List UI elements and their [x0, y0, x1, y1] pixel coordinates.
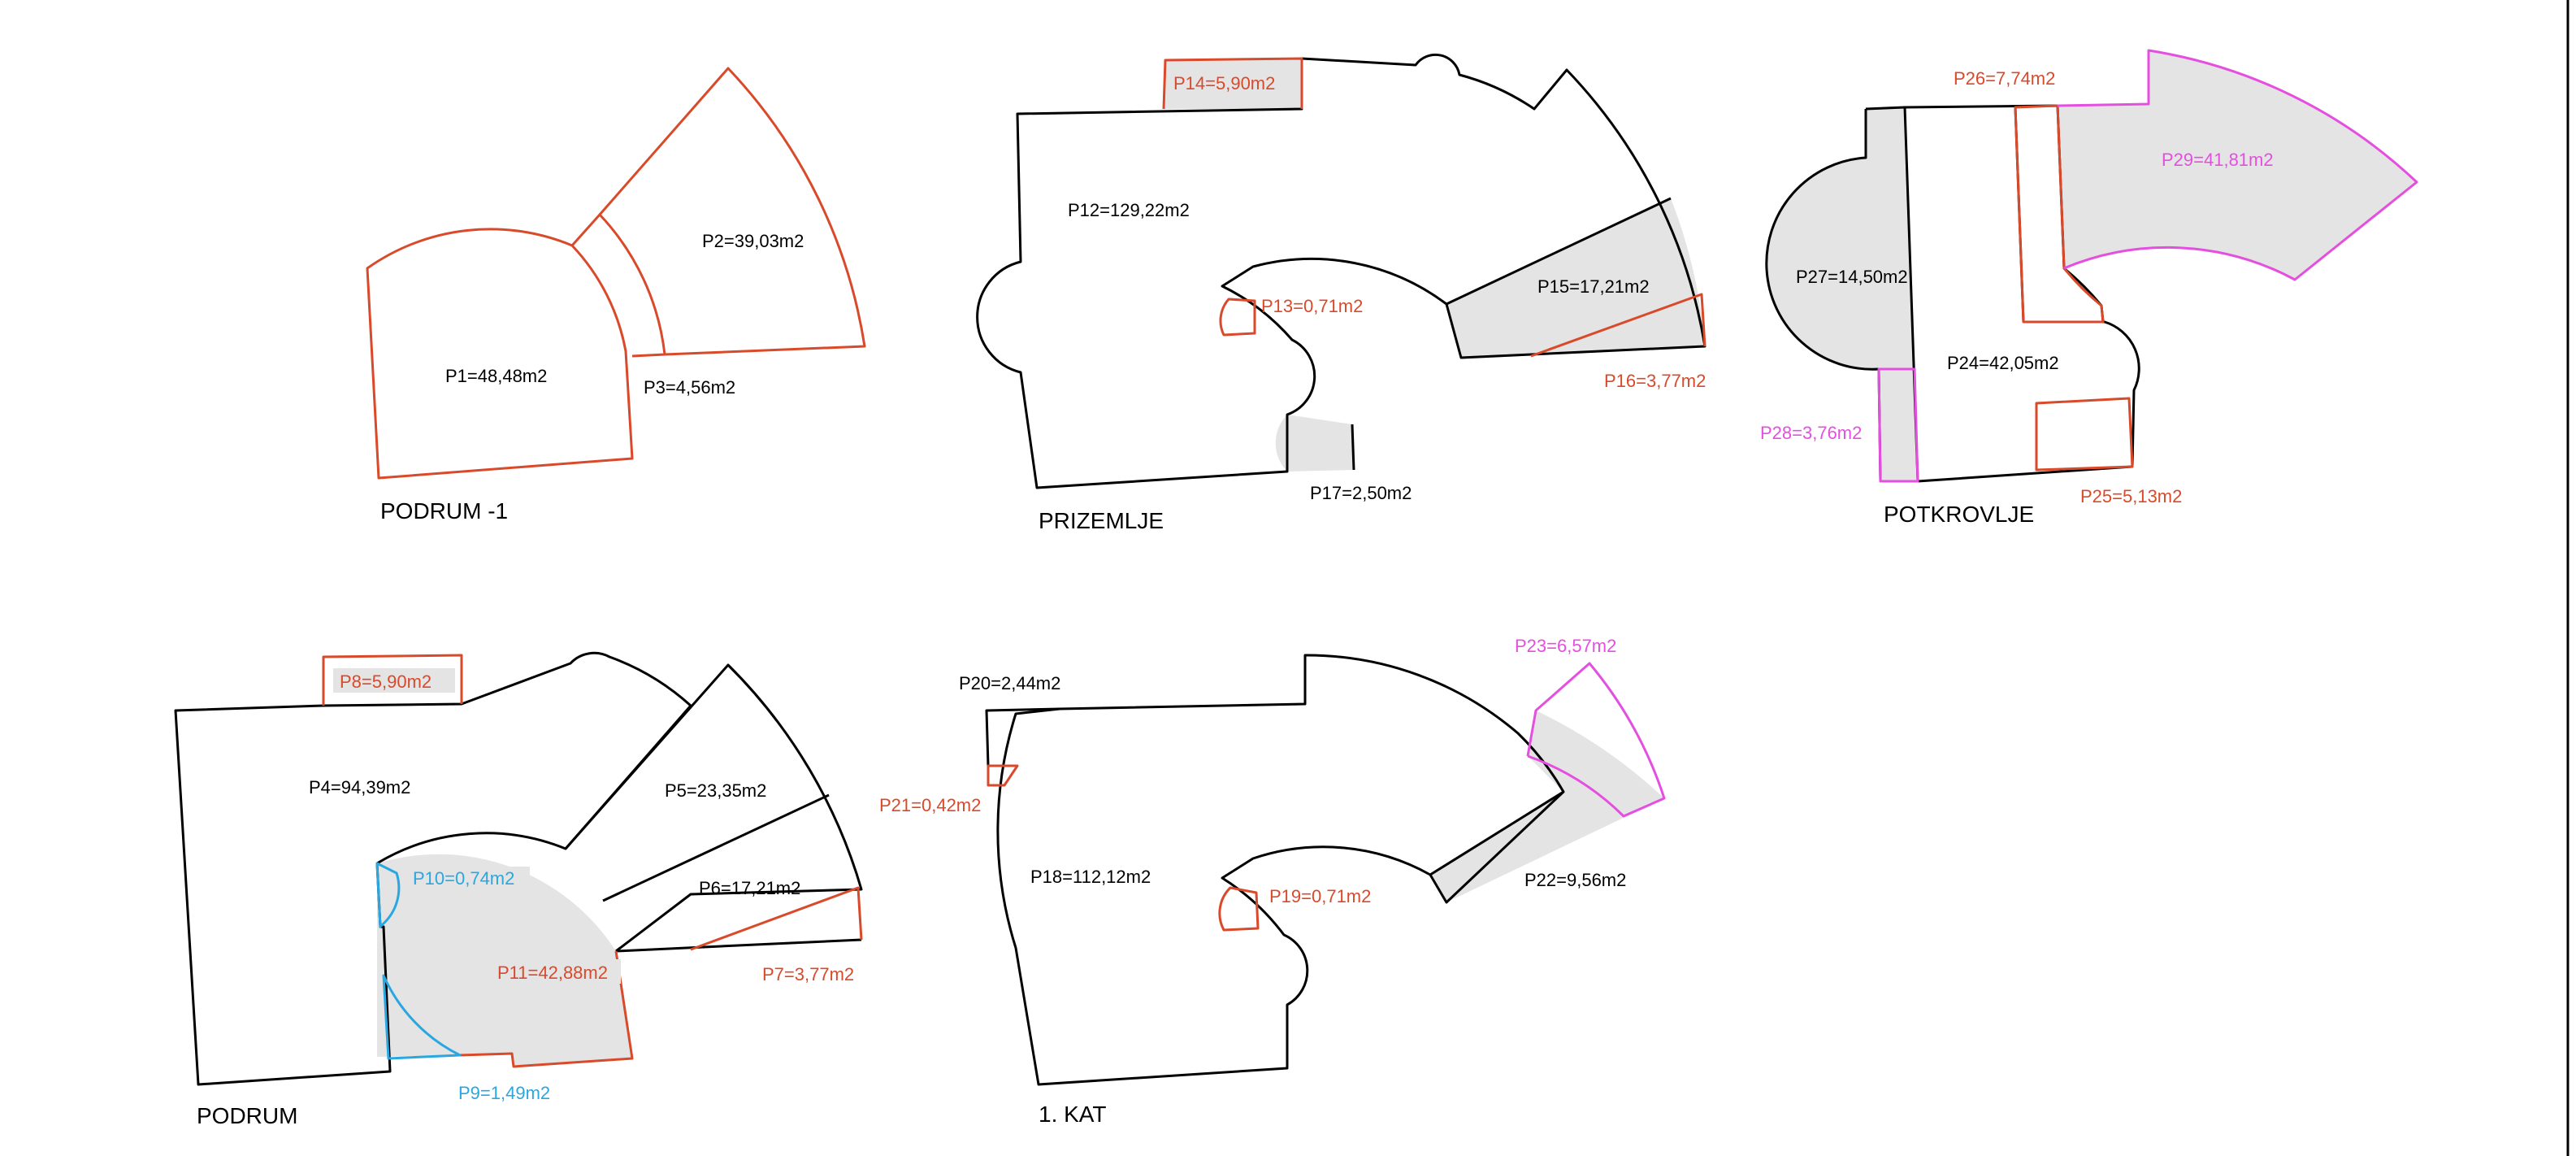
label-p19: P19=0,71m2 [1269, 886, 1371, 906]
room-p16-outline [1530, 293, 1706, 358]
outline-prizemlje [976, 53, 1706, 489]
outline-kat1 [996, 654, 1565, 1086]
room-p7-outline [690, 886, 863, 951]
room-p14-outline [1162, 57, 1303, 110]
room-p10-outline [375, 862, 401, 928]
plan-title-podrum: PODRUM [197, 1103, 297, 1128]
label-p5: P5=23,35m2 [665, 780, 766, 801]
plan-potkrovlje: P26=7,74m2 P29=41,81m2 P27=14,50m2 P24=4… [1760, 49, 2418, 527]
room-p23-outline [1526, 662, 1666, 818]
label-p3: P3=4,56m2 [644, 377, 735, 398]
room-p3-outline [570, 213, 666, 358]
label-p10: P10=0,74m2 [413, 868, 514, 889]
label-p8: P8=5,90m2 [340, 671, 432, 692]
label-bg-p10 [408, 867, 530, 891]
room-p25-outline [2035, 397, 2134, 472]
label-bg-p8 [333, 668, 455, 693]
room-p19-outline [1218, 886, 1260, 932]
room-p17-fill [1275, 415, 1354, 472]
plan-kat1: P23=6,57m2 P20=2,44m2 P21=0,42m2 P18=112… [879, 636, 1666, 1127]
room-p15-fill [1446, 198, 1705, 358]
label-p28: P28=3,76m2 [1760, 423, 1862, 443]
label-p23: P23=6,57m2 [1515, 636, 1616, 656]
room-p2-outline [598, 67, 866, 356]
label-p6: P6=17,21m2 [699, 878, 800, 898]
label-p29: P29=41,81m2 [2162, 150, 2274, 170]
label-p27: P27=14,50m2 [1796, 267, 1908, 287]
label-p17: P17=2,50m2 [1310, 483, 1412, 503]
plan-title-potkrovlje: POTKROVLJE [1884, 502, 2034, 527]
label-p21: P21=0,42m2 [879, 795, 981, 815]
label-bg-p29 [2158, 146, 2282, 171]
plan-title-kat1: 1. KAT [1039, 1102, 1107, 1127]
label-p26: P26=7,74m2 [1954, 68, 2055, 89]
room-p13-outline [1219, 298, 1256, 337]
label-p9: P9=1,49m2 [458, 1083, 550, 1103]
label-p24: P24=42,05m2 [1947, 353, 2059, 373]
plan-podrum-minus1: P1=48,48m2 P2=39,03m2 P3=4,56m2 PODRUM -… [366, 67, 866, 524]
room-p29-outline [2057, 49, 2418, 281]
room-p1-outline [366, 228, 634, 480]
label-p12: P12=129,22m2 [1068, 200, 1190, 220]
label-p20: P20=2,44m2 [959, 673, 1060, 693]
wall-p15 [1446, 197, 1672, 306]
label-p4: P4=94,39m2 [309, 777, 410, 797]
label-p11: P11=42,88m2 [497, 963, 608, 983]
room-p9-outline [382, 974, 462, 1060]
label-bg-p14 [1167, 70, 1287, 94]
wall-p17 [1351, 424, 1355, 471]
label-p18: P18=112,12m2 [1030, 867, 1151, 887]
plan-title-podrum-minus1: PODRUM -1 [380, 498, 508, 524]
room-p11-outline [459, 950, 634, 1068]
wall-p6-p7 [615, 938, 862, 953]
label-p14: P14=5,90m2 [1173, 73, 1275, 93]
outline-p5-p6 [564, 663, 863, 953]
label-p15: P15=17,21m2 [1537, 276, 1650, 297]
wall-p5-p6 [602, 793, 830, 902]
label-p22: P22=9,56m2 [1524, 870, 1626, 890]
room-p21-outline [987, 764, 1019, 787]
plan-podrum: P8=5,90m2 P4=94,39m2 P5=23,35m2 P6=17,21… [174, 651, 863, 1128]
label-p25: P25=5,13m2 [2080, 486, 2182, 506]
label-bg-p11 [492, 959, 621, 984]
plan-title-prizemlje: PRIZEMLJE [1039, 508, 1164, 533]
label-p13: P13=0,71m2 [1261, 296, 1363, 316]
outline-p27 [1765, 109, 1882, 482]
label-p1: P1=48,48m2 [445, 366, 547, 386]
label-p7: P7=3,77m2 [762, 964, 854, 984]
label-p16: P16=3,77m2 [1604, 371, 1706, 391]
outline-p20 [985, 707, 1060, 767]
plan-prizemlje: P14=5,90m2 P12=129,22m2 P13=0,71m2 P15=1… [976, 53, 1706, 533]
wall-p22 [1429, 790, 1564, 876]
room-p28-outline [1877, 367, 1919, 483]
label-p2: P2=39,03m2 [702, 231, 804, 251]
room-p8-outline [322, 654, 463, 706]
outline-potkrovlje [1865, 104, 2140, 483]
